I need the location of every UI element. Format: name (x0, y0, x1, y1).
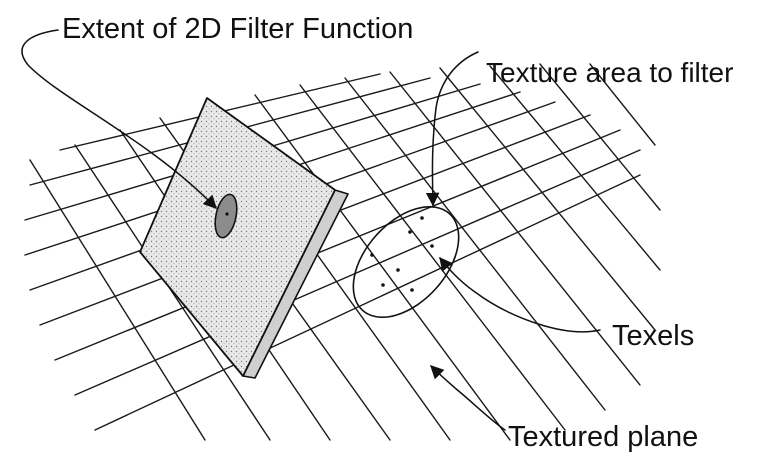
texture-area-arrow (425, 51, 479, 207)
grid-line (94, 174, 641, 431)
texel-dot (420, 216, 424, 220)
filter-extent-label: Extent of 2D Filter Function (62, 13, 413, 45)
texel-dot (396, 268, 400, 272)
grid-line (254, 94, 511, 441)
grid-line (54, 129, 621, 361)
grid-line (389, 71, 641, 386)
filter-extent-arrow (21, 29, 217, 209)
textured-plane-grid (24, 63, 661, 441)
texture-area (352, 205, 460, 319)
textured-plane-label: Textured plane (508, 421, 698, 453)
texels-arrow (439, 256, 601, 333)
texels (370, 216, 434, 292)
filter-footprint (214, 193, 238, 239)
texture-area-label: Texture area to filter (486, 57, 733, 88)
texel-dot (408, 230, 412, 234)
grid-line (439, 67, 656, 331)
grid-line (299, 84, 566, 431)
filter-panel-face (139, 97, 336, 377)
filter-center-dot (225, 212, 229, 216)
grid-line (344, 77, 606, 411)
texel-dot (381, 283, 385, 287)
grid-line (489, 65, 661, 271)
texel-dot (370, 253, 374, 257)
leader-lines (21, 29, 601, 431)
grid-line (74, 149, 641, 396)
textured-plane-arrow (430, 365, 506, 431)
texture-area-ellipse (352, 205, 460, 319)
grid-line (589, 63, 656, 146)
filter-panel (139, 97, 349, 379)
grid-line (29, 159, 206, 441)
texel-dot (410, 288, 414, 292)
texel-dot (430, 244, 434, 248)
grid-line (539, 63, 661, 211)
texels-label: Texels (612, 320, 694, 352)
